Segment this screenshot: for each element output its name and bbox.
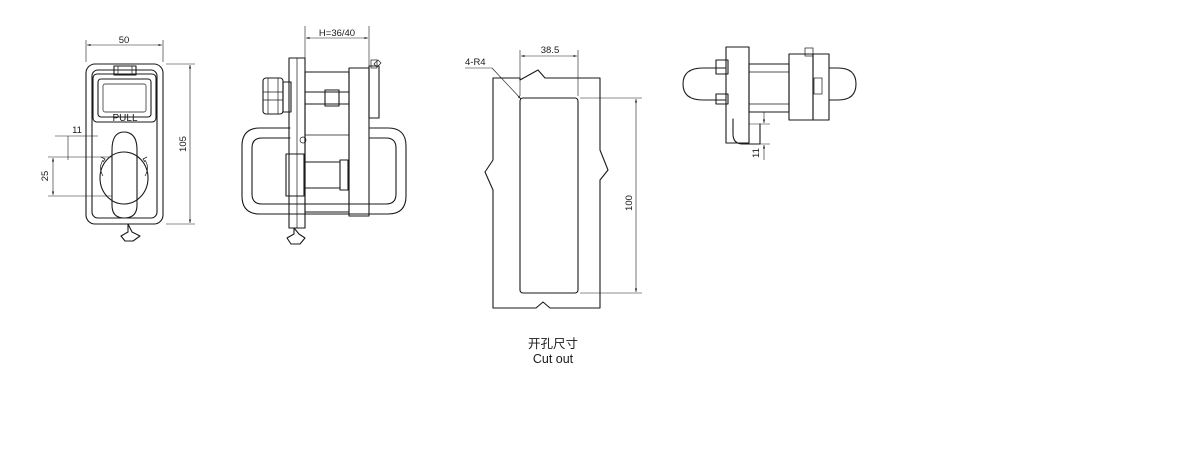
- front-width-dim: 50: [119, 35, 130, 46]
- side-view: H=36/40: [241, 26, 407, 245]
- front-view: PULL 50 105 11 25: [40, 35, 195, 242]
- cutout-caption-zh: 开孔尺寸: [528, 336, 578, 351]
- cutout-width-dim: 38.5: [541, 45, 560, 56]
- cutout-caption-en: Cut out: [533, 352, 574, 366]
- front-height-dim: 105: [178, 136, 189, 152]
- cutout-view: 38.5 100 4-R4 开孔尺寸 Cut out: [465, 45, 642, 366]
- front-offset-dim: 11: [72, 125, 82, 136]
- side-thickness-dim: H=36/40: [319, 28, 355, 39]
- top-view: 11: [682, 46, 857, 160]
- pull-label: PULL: [112, 113, 137, 124]
- cutout-radius-dim: 4-R4: [465, 57, 486, 68]
- front-handle-dim: 25: [40, 171, 51, 182]
- top-depth-dim: 11: [751, 148, 762, 158]
- cutout-height-dim: 100: [624, 195, 635, 211]
